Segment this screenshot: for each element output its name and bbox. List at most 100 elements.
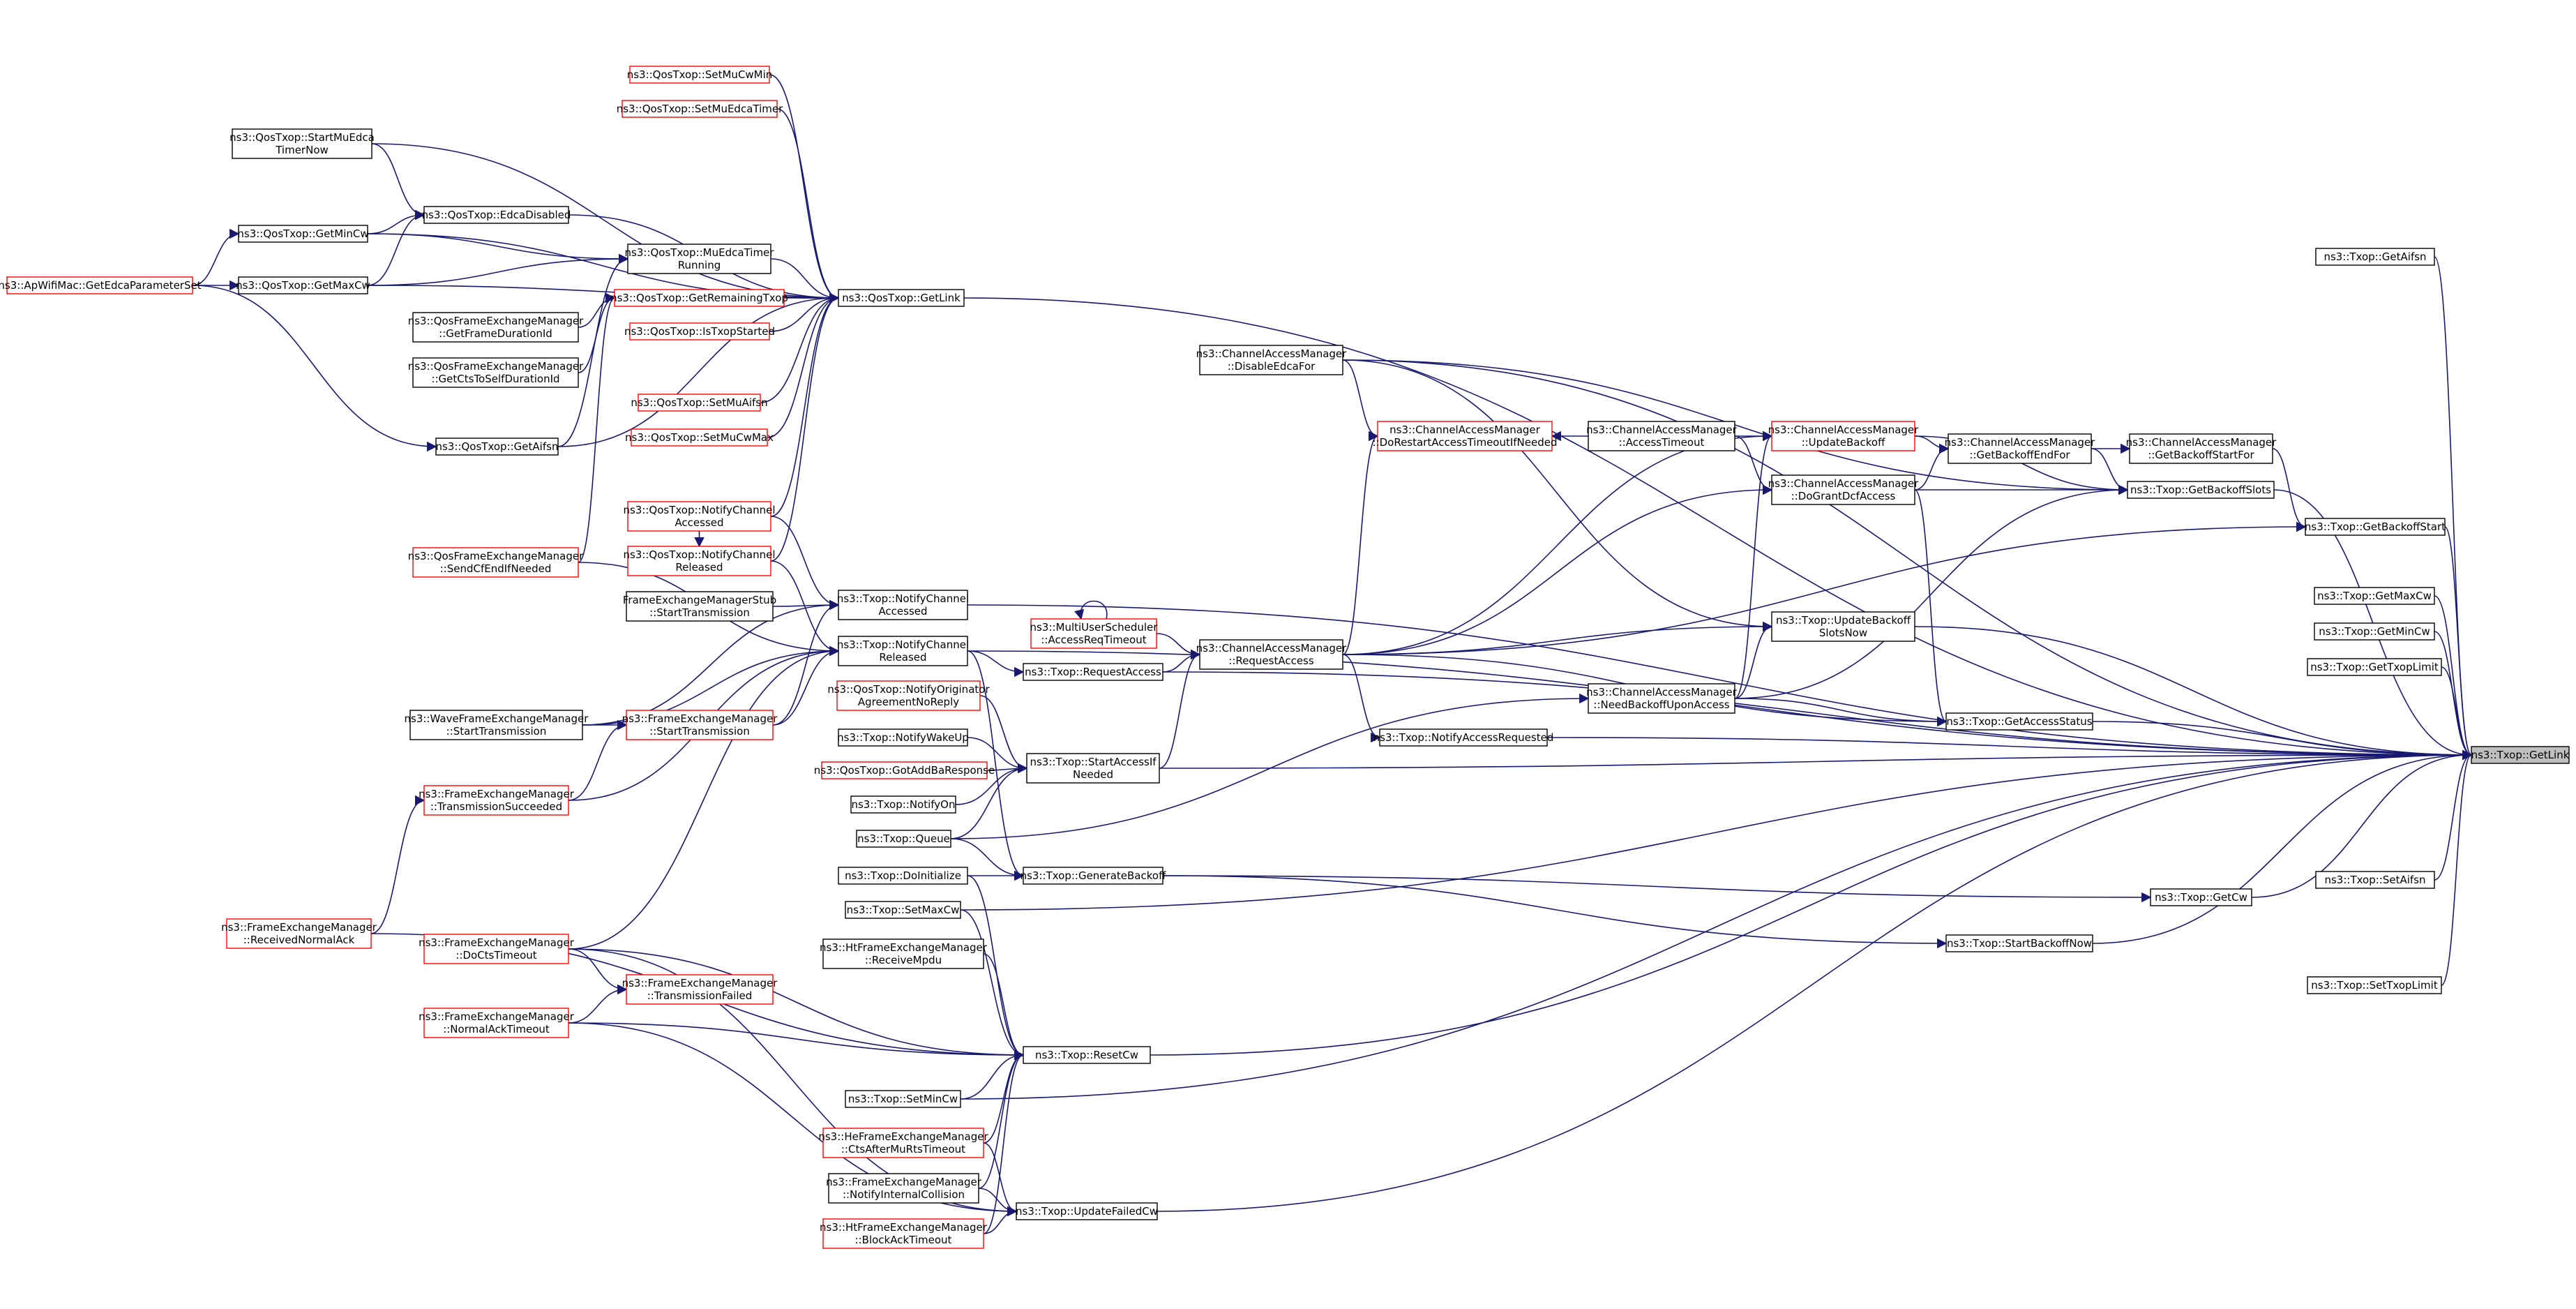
node-cam-bo-start[interactable]: ns3::ChannelAccessManager::GetBackoffSta… — [2126, 433, 2277, 464]
node-fem-cts-to[interactable]: ns3::FrameExchangeManager::DoCtsTimeout — [419, 934, 575, 964]
node-fem-stub[interactable]: FrameExchangeManagerStub::StartTransmiss… — [623, 591, 776, 622]
node-t-get-max-cw[interactable]: ns3::Txop::GetMaxCw — [2314, 587, 2435, 605]
node-t-get-txop-lim[interactable]: ns3::Txop::GetTxopLimit — [2307, 658, 2442, 676]
edge-cam-request-to-mu-sched — [1156, 633, 1201, 660]
node-label: ns3::Txop::SetMinCw — [848, 1093, 958, 1105]
node-q-set-mu-aifsn[interactable]: ns3::QosTxop::SetMuAifsn — [631, 394, 768, 412]
node-t-set-max-cw[interactable]: ns3::Txop::SetMaxCw — [845, 901, 961, 919]
node-box — [638, 394, 761, 412]
node-cam-acc-to[interactable]: ns3::ChannelAccessManager::AccessTimeout — [1586, 421, 1738, 451]
node-label: ns3::Txop::RequestAccess — [1025, 666, 1161, 678]
node-label: ns3::FrameExchangeManager — [221, 921, 377, 934]
node-box — [1945, 712, 2093, 731]
node-cam-bo-end[interactable]: ns3::ChannelAccessManager::GetBackoffEnd… — [1945, 433, 2095, 464]
node-t-get-acc-stat[interactable]: ns3::Txop::GetAccessStatus — [1945, 712, 2093, 731]
edge-q-get-remain-to-qfem-send — [578, 292, 616, 563]
node-t-get-bo-start[interactable]: ns3::Txop::GetBackoffStart — [2305, 518, 2446, 536]
node-t-set-aifsn[interactable]: ns3::Txop::SetAifsn — [2315, 871, 2435, 889]
node-label: ns3::QosFrameExchangeManager — [408, 550, 584, 562]
node-t-req-access[interactable]: ns3::Txop::RequestAccess — [1023, 663, 1163, 681]
node-fem-tx-fail[interactable]: ns3::FrameExchangeManager::TransmissionF… — [622, 974, 778, 1005]
node-t-upd-fail-cw[interactable]: ns3::Txop::UpdateFailedCw — [1016, 1202, 1158, 1220]
node-ap-wifi[interactable]: ns3::ApWifiMac::GetEdcaParameterSet — [0, 276, 202, 294]
node-t-get-min-cw[interactable]: ns3::Txop::GetMinCw — [2314, 622, 2435, 641]
node-t-set-min-cw[interactable]: ns3::Txop::SetMinCw — [845, 1090, 961, 1108]
node-box — [629, 322, 770, 341]
node-box — [409, 710, 583, 740]
node-q-got-add-ba[interactable]: ns3::QosTxop::GotAddBaResponse — [814, 761, 995, 779]
node-cam-do-grant[interactable]: ns3::ChannelAccessManager::DoGrantDcfAcc… — [1768, 474, 1919, 505]
node-qos-get-link[interactable]: ns3::QosTxop::GetLink — [838, 289, 965, 307]
node-fem-start[interactable]: ns3::FrameExchangeManager::StartTransmis… — [622, 710, 778, 740]
node-t-get-link[interactable]: ns3::Txop::GetLink — [2471, 746, 2570, 764]
node-t-notify-on[interactable]: ns3::Txop::NotifyOn — [850, 795, 956, 814]
node-cam-upd-bo[interactable]: ns3::ChannelAccessManager::UpdateBackoff — [1768, 421, 1919, 451]
node-q-get-aifsn[interactable]: ns3::QosTxop::GetAifsn — [435, 437, 559, 456]
node-he-cts[interactable]: ns3::HeFrameExchangeManager::CtsAfterMuR… — [818, 1128, 988, 1158]
node-cam-disable[interactable]: ns3::ChannelAccessManager::DisableEdcaFo… — [1196, 345, 1347, 375]
edge-q-edca-dis-to-q-start-mu — [371, 143, 425, 220]
node-fem-tx-succ[interactable]: ns3::FrameExchangeManager::TransmissionS… — [419, 785, 575, 816]
node-label: ::NotifyInternalCollision — [843, 1188, 965, 1201]
edge-q-mu-edca-run-to-q-get-aifsn — [557, 253, 629, 447]
node-q-is-txop[interactable]: ns3::QosTxop::IsTxopStarted — [624, 322, 775, 341]
node-label: ns3::Txop::SetTxopLimit — [2311, 979, 2438, 992]
node-t-gen-backoff[interactable]: ns3::Txop::GenerateBackoff — [1020, 867, 1166, 885]
node-t-reset-cw[interactable]: ns3::Txop::ResetCw — [1023, 1046, 1151, 1064]
node-fem-recv-ack[interactable]: ns3::FrameExchangeManager::ReceivedNorma… — [221, 918, 377, 949]
node-box — [1948, 433, 2092, 464]
node-box — [2307, 658, 2442, 676]
edge-t-get-bo-slots-to-cam-need-bo — [1734, 484, 2129, 699]
node-q-notif-orig[interactable]: ns3::QosTxop::NotifyOriginatorAgreementN… — [827, 680, 990, 711]
edge-q-get-aifsn-to-ap-wifi — [192, 285, 437, 452]
node-label: ns3::QosTxop::NotifyChannel — [623, 548, 775, 561]
node-mu-sched[interactable]: ns3::MultiUserScheduler::AccessReqTimeou… — [1030, 618, 1159, 649]
node-q-get-remain[interactable]: ns3::QosTxop::GetRemainingTxop — [610, 289, 788, 307]
edge-cam-do-restart-to-cam-request — [1342, 431, 1379, 655]
node-q-get-max-cw[interactable]: ns3::QosTxop::GetMaxCw — [236, 276, 370, 294]
node-t-get-bo-slots[interactable]: ns3::Txop::GetBackoffSlots — [2127, 481, 2275, 499]
node-qfem-frame-dur[interactable]: ns3::QosFrameExchangeManager::GetFrameDu… — [408, 312, 584, 343]
node-q-set-mu-cw-min[interactable]: ns3::QosTxop::SetMuCwMin — [627, 66, 773, 84]
node-t-notif-req[interactable]: ns3::Txop::NotifyAccessRequested — [1373, 728, 1554, 747]
node-cam-request[interactable]: ns3::ChannelAccessManager::RequestAccess — [1196, 639, 1347, 670]
node-cam-do-restart[interactable]: ns3::ChannelAccessManager::DoRestartAcce… — [1372, 421, 1558, 451]
node-qfem-cts[interactable]: ns3::QosFrameExchangeManager::GetCtsToSe… — [408, 357, 584, 388]
node-label: ns3::Txop::GetLink — [2471, 749, 2570, 761]
node-fem-ack-to[interactable]: ns3::FrameExchangeManager::NormalAckTime… — [419, 1008, 575, 1038]
node-t-do-init[interactable]: ns3::Txop::DoInitialize — [838, 867, 968, 885]
node-ht-block-ack[interactable]: ns3::HtFrameExchangeManager::BlockAckTim… — [820, 1218, 988, 1249]
edge-qos-get-link-to-q-notif-rel — [770, 292, 840, 562]
node-label: ::BlockAckTimeout — [855, 1234, 952, 1246]
node-t-start-bo-now[interactable]: ns3::Txop::StartBackoffNow — [1945, 934, 2093, 952]
node-q-set-mu-edca-t[interactable]: ns3::QosTxop::SetMuEdcaTimer — [617, 100, 783, 118]
node-cam-need-bo[interactable]: ns3::ChannelAccessManager::NeedBackoffUp… — [1586, 683, 1738, 714]
node-label: Accessed — [675, 516, 723, 529]
edge-t-get-link-to-t-set-txop-lim — [2441, 749, 2473, 986]
node-t-wake-up[interactable]: ns3::Txop::NotifyWakeUp — [837, 728, 969, 747]
node-fem-int-coll[interactable]: ns3::FrameExchangeManager::NotifyInterna… — [826, 1173, 982, 1204]
node-label: ns3::QosTxop::GetLink — [842, 292, 961, 304]
node-label: ns3::QosTxop::MuEdcaTimer — [625, 246, 775, 259]
node-q-edca-dis[interactable]: ns3::QosTxop::EdcaDisabled — [422, 206, 571, 224]
node-t-get-cw[interactable]: ns3::Txop::GetCw — [2150, 888, 2252, 906]
node-wfem[interactable]: ns3::WaveFrameExchangeManager::StartTran… — [405, 710, 589, 740]
node-ht-recv-mpdu[interactable]: ns3::HtFrameExchangeManager::ReceiveMpdu — [820, 938, 988, 969]
node-label: ns3::MultiUserScheduler — [1030, 621, 1159, 634]
node-qfem-send[interactable]: ns3::QosFrameExchangeManager::SendCfEndI… — [408, 547, 584, 578]
node-q-set-mu-cw-max[interactable]: ns3::QosTxop::SetMuCwMax — [625, 428, 774, 447]
node-t-queue[interactable]: ns3::Txop::Queue — [856, 830, 951, 848]
node-t-set-txop-lim[interactable]: ns3::Txop::SetTxopLimit — [2307, 976, 2442, 994]
edge-qos-get-link-to-q-set-mu-cw-max — [767, 292, 840, 438]
node-q-get-min-cw[interactable]: ns3::QosTxop::GetMinCw — [237, 225, 369, 243]
node-t-get-aifsn[interactable]: ns3::Txop::GetAifsn — [2315, 248, 2435, 266]
